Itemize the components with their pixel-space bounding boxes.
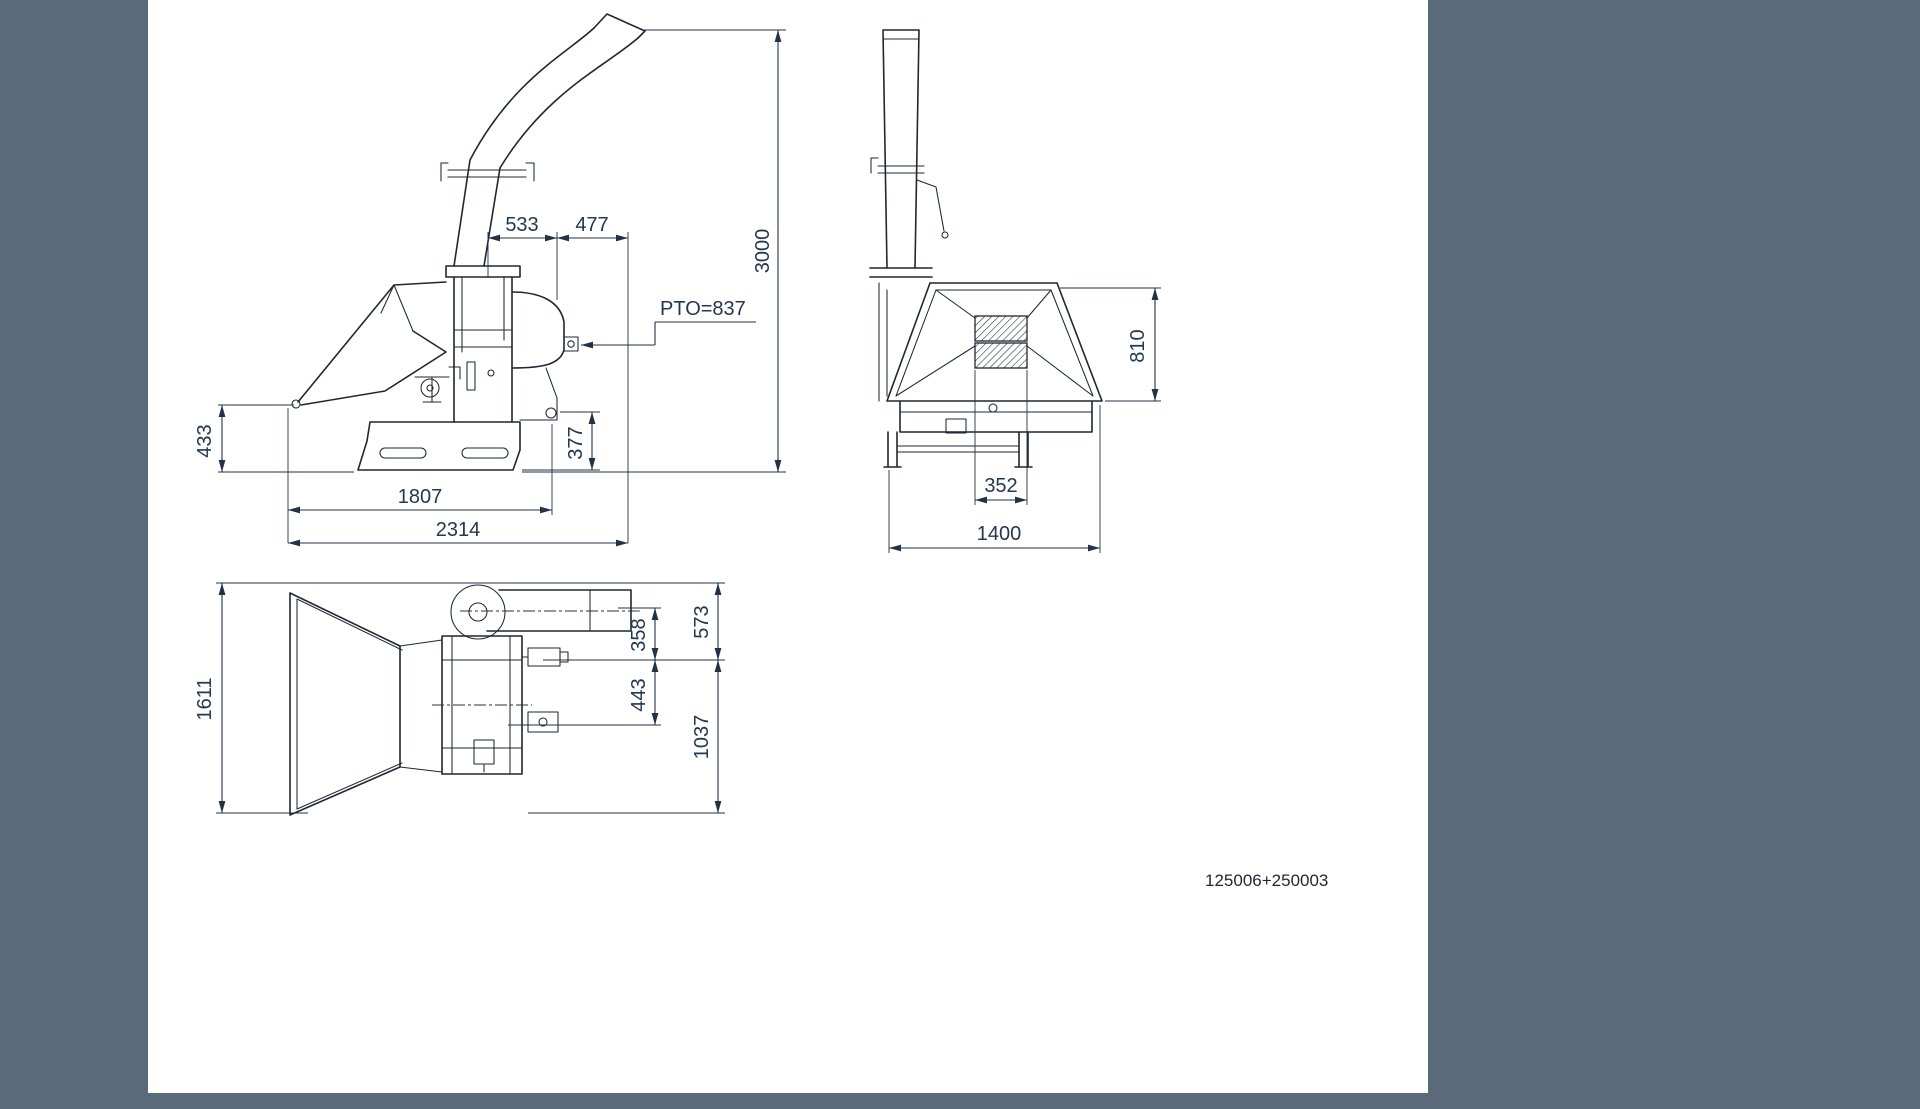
hopper-plan-inner xyxy=(296,598,443,810)
base-slot-right xyxy=(461,447,509,459)
side-extension-lines xyxy=(218,29,786,543)
base-bolt xyxy=(988,403,998,413)
side-view-drawing: 533 477 3000 PTO=837 433 377 1807 2314 xyxy=(194,13,786,547)
dim-label-hopper-height: 810 xyxy=(1127,329,1149,362)
base-box xyxy=(945,418,967,434)
chute-deflector xyxy=(593,13,646,39)
dim-label-rear-depth: 1037 xyxy=(691,715,713,760)
hopper-funnel-inner xyxy=(895,289,1094,397)
discharge-tube-plan xyxy=(486,589,632,632)
pto-leader-shelf xyxy=(654,321,756,345)
jack-stand xyxy=(414,366,461,403)
leg-crossbar xyxy=(896,445,1020,453)
hopper-plan-outer xyxy=(289,592,401,816)
drawing-number: 125006+250003 xyxy=(1205,871,1328,890)
neck xyxy=(869,267,933,278)
tower-body xyxy=(453,276,513,423)
chute-tube xyxy=(882,29,920,269)
tower-bolt xyxy=(487,369,495,377)
hopper-crease xyxy=(380,284,414,332)
dim-label-chute-offset: 533 xyxy=(505,214,538,236)
dim-label-total-length: 2314 xyxy=(436,519,481,541)
hitch-pin xyxy=(538,717,548,727)
plan-misc-lines xyxy=(483,656,529,773)
tower-details xyxy=(453,276,513,353)
hitch-part xyxy=(527,711,559,733)
legs xyxy=(883,431,1033,468)
base-skid xyxy=(357,421,521,471)
body-plan xyxy=(441,635,523,775)
dim-label-hopper-width: 1611 xyxy=(194,677,216,720)
dim-label-front-depth: 573 xyxy=(691,605,713,638)
rear-bracket xyxy=(519,367,558,421)
hopper-top-edge xyxy=(297,281,447,403)
lever-knob xyxy=(941,231,949,239)
pto-guard-plan xyxy=(473,739,495,765)
drawing-sheet: 533 477 3000 PTO=837 433 377 1807 2314 xyxy=(148,0,1428,1093)
dim-label-total-height: 3000 xyxy=(752,229,774,274)
tower-flange xyxy=(445,265,521,278)
dim-label-tube-offset: 358 xyxy=(628,618,650,651)
dim-label-total-width: 1400 xyxy=(977,523,1022,545)
rotor-housing xyxy=(511,291,565,369)
hopper-funnel-outer xyxy=(886,282,1103,402)
hopper-tip xyxy=(291,399,301,409)
chute-joint xyxy=(870,38,925,174)
front-extension-lines xyxy=(888,287,1161,553)
chute-flange xyxy=(450,584,506,640)
dim-label-axle-offset: 443 xyxy=(628,678,650,711)
base-frame xyxy=(899,400,1093,433)
axle-end xyxy=(559,651,569,663)
jack-wheel xyxy=(420,378,440,398)
top-view-drawing: 1611 573 358 443 1037 xyxy=(194,582,725,816)
dim-label-chute-overhang: 477 xyxy=(575,214,608,236)
sight-tube xyxy=(466,361,476,391)
feed-roller-lower xyxy=(974,342,1028,369)
hopper-throat-lines xyxy=(895,289,1094,397)
feed-roller-upper xyxy=(974,315,1028,342)
chute-bracket xyxy=(440,162,535,182)
dim-label-roller-width: 352 xyxy=(984,475,1017,497)
dim-label-hopper-tip-height: 433 xyxy=(194,424,216,457)
chute-lever xyxy=(916,179,945,232)
front-view-drawing: 810 352 1400 xyxy=(869,29,1161,553)
jack-hub xyxy=(426,384,434,392)
pto-shaft-end xyxy=(567,340,575,348)
chute-flange-hub xyxy=(468,602,488,622)
rear-roller xyxy=(545,407,557,419)
dim-label-rear-height: 377 xyxy=(565,426,587,459)
dim-label-pto-height: PTO=837 xyxy=(660,298,746,320)
technical-drawing-svg: 533 477 3000 PTO=837 433 377 1807 2314 xyxy=(194,13,1328,890)
axle-part xyxy=(527,647,561,667)
chute-outer-curve xyxy=(483,37,639,267)
base-slot-left xyxy=(379,447,427,459)
dim-label-inner-length: 1807 xyxy=(398,486,443,508)
left-column xyxy=(878,282,888,402)
top-extension-lines xyxy=(216,582,725,814)
chute-inner-curve xyxy=(453,27,595,267)
pto-shaft xyxy=(563,336,579,352)
hopper-bottom-edge xyxy=(300,330,447,406)
